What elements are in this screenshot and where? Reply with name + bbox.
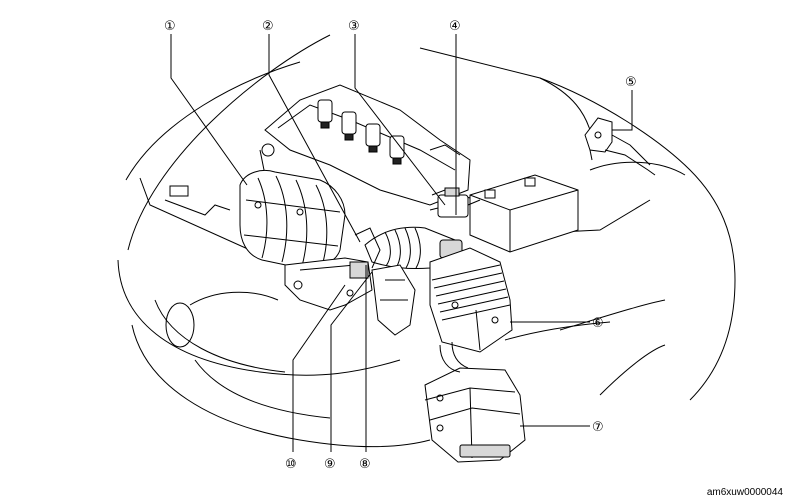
callout-10: ⑩ [285, 457, 297, 472]
intake-manifold [239, 170, 346, 269]
engine-block [259, 84, 471, 206]
callout-7: ⑦ [592, 420, 604, 435]
callout-8: ⑧ [359, 457, 371, 472]
callout-5: ⑤ [625, 75, 637, 90]
ignition-coils [317, 99, 405, 165]
lower-bracket [284, 257, 416, 336]
callout-1: ① [164, 19, 176, 34]
solenoid-valve [429, 187, 481, 218]
callout-2: ② [262, 19, 274, 34]
callouts: ① ② ③ ④ ⑤ ⑥ ⑦ ⑧ ⑨ ⑩ [164, 19, 637, 472]
callout-3: ③ [348, 19, 360, 34]
callout-9: ⑨ [324, 457, 336, 472]
vehicle-body-outline [117, 34, 736, 448]
callout-4: ④ [449, 19, 461, 34]
leader-lines [170, 34, 633, 452]
reference-code: am6xuw0000044 [706, 487, 783, 498]
air-cleaner-case [429, 247, 513, 353]
callout-6: ⑥ [592, 316, 604, 331]
air-duct-resonator [424, 341, 526, 463]
pedal-assembly [584, 117, 656, 176]
